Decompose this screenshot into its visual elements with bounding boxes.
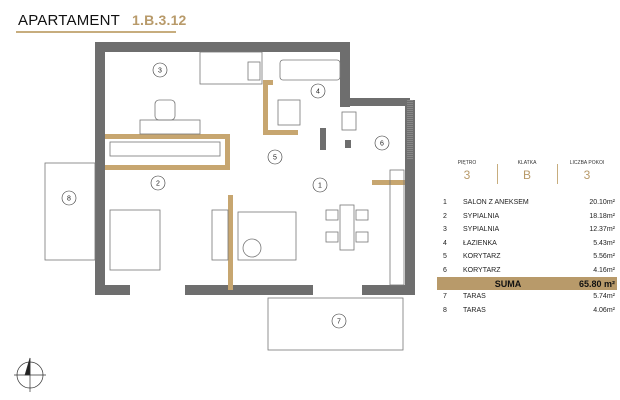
table-row: 6 KORYTARZ 4.16m²	[437, 264, 617, 278]
text-label: 1	[443, 199, 447, 207]
furniture	[44, 51, 413, 351]
room-marker-5: 5	[267, 149, 283, 165]
text-label: 5.56m²	[593, 253, 615, 261]
text-label: 5.74m²	[593, 293, 615, 301]
text-label: 8	[443, 306, 447, 314]
text-label: 7	[443, 293, 447, 301]
table-row: 1 SALON Z ANEKSEM 20.10m²	[437, 196, 617, 210]
text-label: 65.80 m²	[578, 278, 615, 289]
text-label: 4.16m²	[593, 266, 615, 274]
text-label: 18.18m²	[589, 212, 615, 220]
text-label: 6	[380, 141, 384, 148]
text-label: KORYTARZ	[463, 253, 501, 261]
text-label: 5.43m²	[593, 239, 615, 247]
text-label: PIĘTRO	[457, 160, 477, 166]
room-markers: 3 4 5 6 2 1 8 7	[61, 62, 390, 329]
page-title: APARTAMENT 1.B.3.12	[18, 12, 187, 29]
title-underline	[16, 31, 176, 33]
title-label: APARTAMENT	[18, 12, 121, 29]
text-label: KLATKA	[517, 160, 537, 166]
text-label: 3	[158, 68, 162, 75]
text-label: LICZBA POKOI	[569, 160, 605, 166]
text-label: SYPIALNIA	[463, 226, 500, 234]
text-label: 5	[443, 253, 447, 261]
table-row: 8 TARAS 4.06m²	[437, 304, 617, 318]
text-label: 2	[443, 212, 447, 220]
apartment-summary: PIĘTRO 3 KLATKA B LICZBA POKOI 3 1 SALON Z A…	[437, 160, 617, 314]
text-label: SUMA	[494, 278, 522, 289]
table-row: 4 ŁAZIENKA 5.43m²	[437, 237, 617, 251]
divider	[557, 164, 558, 184]
total-row: SUMA 65.80 m²	[437, 277, 617, 290]
text-label: 4	[316, 89, 320, 96]
text-label: 3	[583, 168, 591, 182]
partition-walls	[105, 80, 405, 290]
room-marker-7: 7	[331, 313, 347, 329]
text-label: 4	[443, 239, 447, 247]
text-label: 7	[337, 319, 341, 326]
text-label: 4.06m²	[593, 306, 615, 314]
floor-info: PIĘTRO 3	[437, 160, 497, 182]
text-label: 3	[463, 168, 471, 182]
room-marker-6: 6	[374, 135, 390, 151]
text-label: 8	[67, 196, 71, 203]
divider	[497, 164, 498, 184]
text-label: SALON Z ANEKSEM	[463, 199, 529, 207]
text-label: 1	[318, 183, 322, 190]
room-marker-3: 3	[152, 62, 168, 78]
table-row: 5 KORYTARZ 5.56m²	[437, 250, 617, 264]
text-label: 6	[443, 266, 447, 274]
apartment-number: 1.B.3.12	[132, 12, 187, 28]
room-marker-8: 8	[61, 190, 77, 206]
text-label: 5	[273, 155, 277, 162]
compass-icon	[14, 357, 46, 392]
rooms-info: LICZBA POKOI 3	[557, 160, 617, 182]
text-label: TARAS	[463, 293, 486, 301]
table-row: 7 TARAS 5.74m²	[437, 290, 617, 304]
text-label: 2	[156, 181, 160, 188]
table-row: 3 SYPIALNIA 12.37m²	[437, 223, 617, 237]
text-label: 20.10m²	[589, 199, 615, 207]
walls	[95, 42, 415, 295]
room-marker-1: 1	[312, 177, 328, 193]
text-label: KORYTARZ	[463, 266, 501, 274]
room-marker-2: 2	[150, 175, 166, 191]
table-row: 2 SYPIALNIA 18.18m²	[437, 210, 617, 224]
text-label: TARAS	[463, 306, 486, 314]
stair-info: KLATKA B	[497, 160, 557, 182]
room-marker-4: 4	[310, 83, 326, 99]
text-label: 3	[443, 226, 447, 234]
text-label: 12.37m²	[589, 226, 615, 234]
text-label: B	[522, 168, 531, 182]
text-label: SYPIALNIA	[463, 212, 500, 220]
text-label: ŁAZIENKA	[463, 239, 497, 247]
